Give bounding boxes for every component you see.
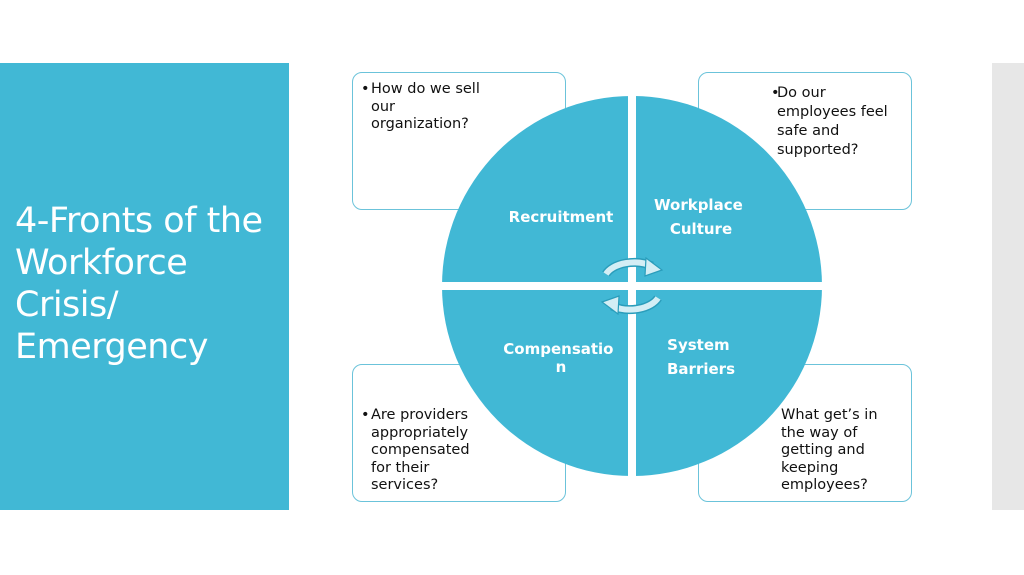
scrollbar-strip: [992, 63, 1024, 510]
bullet-icon: •: [771, 85, 780, 101]
bullet-icon: •: [361, 407, 370, 423]
bullet-icon: •: [361, 81, 370, 97]
cycle-arrow-top-icon: [602, 256, 664, 277]
quadrant-label-compensation: Compensatio n: [503, 340, 618, 376]
quadrant-label-system-barriers: System Barriers: [667, 336, 735, 378]
note-bottom-right-label: What get’s in the way of getting and kee…: [781, 407, 878, 493]
note-text-top-right: • Do our employees feel safe and support…: [771, 84, 907, 160]
note-top-left-label: How do we sell our organization?: [371, 81, 480, 132]
slide-title: 4-Fronts of the Workforce Crisis/ Emerge…: [15, 201, 263, 367]
title-panel: [0, 63, 289, 510]
note-bottom-left-label: Are providers appropriately compensated …: [371, 407, 470, 493]
note-text-bottom-right: What get’s in the way of getting and kee…: [781, 407, 906, 495]
note-top-right-label: Do our employees feel safe and supported…: [777, 85, 888, 158]
note-text-top-left: • How do we sell our organization?: [361, 81, 511, 134]
quadrant-label-workplace-culture: Workplace Culture: [654, 196, 748, 238]
quadrant-label-recruitment: Recruitment: [509, 208, 614, 226]
note-text-bottom-left: • Are providers appropriately compensate…: [361, 407, 511, 495]
cycle-arrow-bottom-icon: [600, 295, 662, 316]
